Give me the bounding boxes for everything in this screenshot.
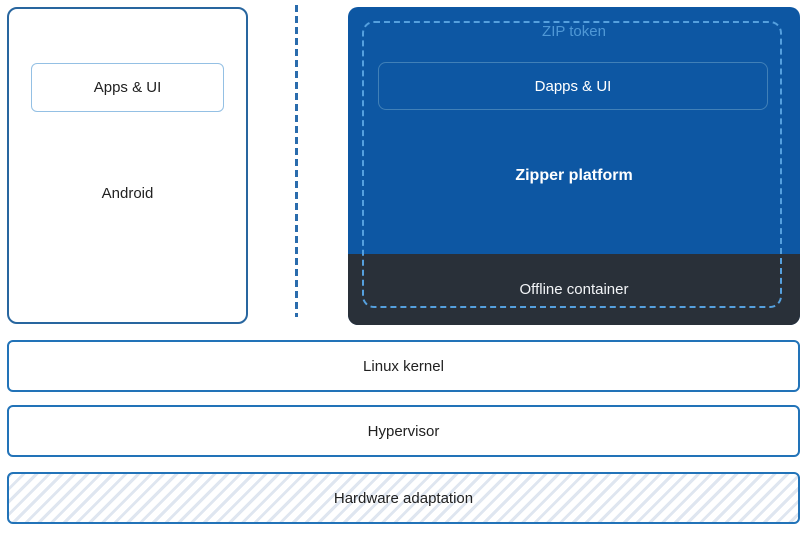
zipper-platform-panel: Offline container ZIP token Dapps & UI Z… (348, 7, 800, 325)
android-panel: Apps & UI Android (7, 7, 248, 324)
layer-label: Hypervisor (367, 422, 440, 440)
layer-label: Hardware adaptation (333, 489, 474, 507)
offline-container-section: Offline container (348, 254, 800, 325)
layer-label: Linux kernel (363, 357, 444, 375)
dashed-divider (295, 5, 298, 317)
zipper-platform-label: Zipper platform (515, 167, 633, 184)
zip-token-label: ZIP token (542, 23, 606, 40)
dapps-ui-box: Dapps & UI (378, 62, 768, 110)
android-panel-label: Android (101, 185, 154, 202)
offline-container-label: Offline container (519, 281, 629, 298)
layer-hypervisor: Hypervisor (7, 405, 800, 457)
apps-ui-label: Apps & UI (93, 79, 162, 96)
dapps-ui-label: Dapps & UI (534, 77, 612, 95)
layer-linux-kernel: Linux kernel (7, 340, 800, 392)
apps-ui-box: Apps & UI (31, 63, 224, 112)
layer-hardware-adaptation: Hardware adaptation (7, 472, 800, 524)
